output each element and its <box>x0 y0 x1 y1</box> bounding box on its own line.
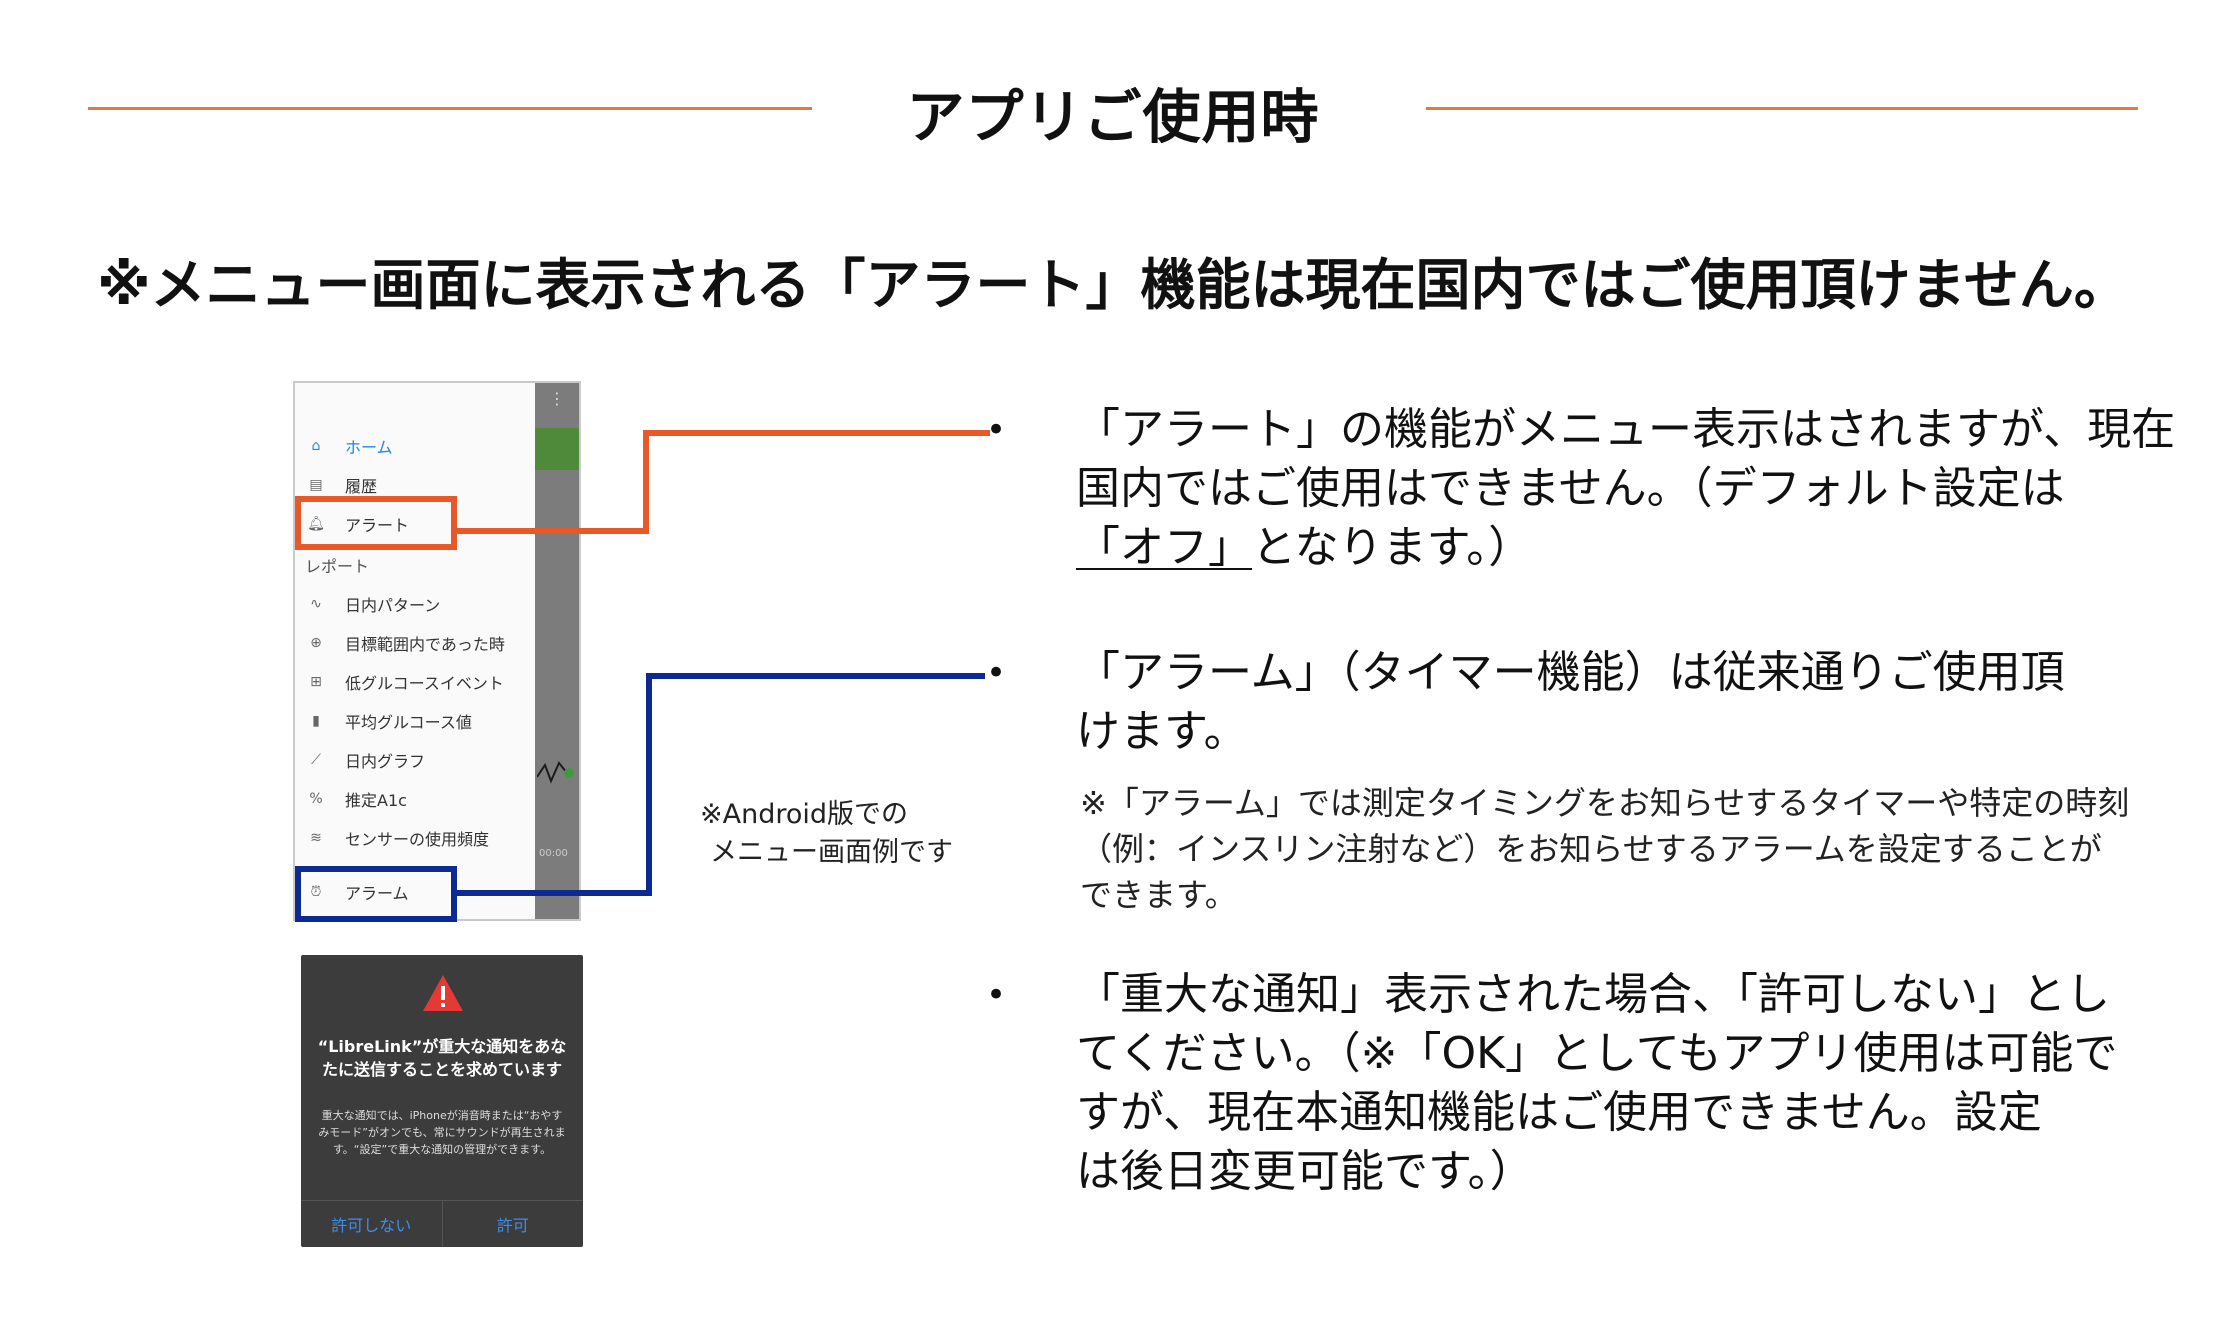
android-note-line: メニュー画面例です <box>710 837 953 868</box>
glucose-header-bar <box>535 428 579 470</box>
wifi-icon: ≋ <box>310 830 322 846</box>
menu-item-history[interactable]: ▤ 履歴 <box>295 466 535 504</box>
menu-item-estimated-a1c[interactable]: % 推定A1c <box>295 780 535 818</box>
low-event-icon: ⊞ <box>310 674 322 690</box>
menu-item-label: 推定A1c <box>345 791 407 810</box>
percent-icon: % <box>309 791 323 807</box>
warning-icon <box>423 975 463 1011</box>
menu-item-home[interactable]: ⌂ ホーム <box>295 427 535 465</box>
dialog-body: 重大な通知では、iPhoneが消音時または“おやすみモード”がオンでも、常にサウ… <box>318 1109 566 1156</box>
side-time-label: 00:00 <box>539 848 568 859</box>
bullet-marker: • <box>986 975 1007 1015</box>
menu-item-daily-graph[interactable]: ⟋ 日内グラフ <box>295 741 535 779</box>
critical-line: 「重大な通知」表示された場合、「許可しない」とし <box>1076 969 2110 1020</box>
android-note-line: ※Android版での <box>700 799 909 830</box>
menu-item-alarm[interactable]: ⏰︎ アラーム <box>295 873 535 911</box>
dialog-buttons: 許可しない 許可 <box>301 1200 583 1247</box>
menu-item-label: 目標範囲内であった時 <box>345 635 505 654</box>
critical-line: すが、現在本通知機能はご使用できません。設定 <box>1076 1087 2042 1138</box>
alert-highlight-box <box>295 496 457 550</box>
critical-line: てください。（※「OK」としてもアプリ使用は可能で <box>1076 1028 2118 1079</box>
bar-chart-icon: ▮ <box>312 713 320 729</box>
phone-menu-screenshot: ⋮ 00:00 ⌂ ホーム ▤ 履歴 🔔︎ アラート レポート ∿ 日内パターン… <box>293 381 581 921</box>
menu-item-label: アラート <box>345 516 410 535</box>
alarm-note-line: （例：インスリン注射など）をお知らせするアラームを設定することが <box>1080 830 2102 868</box>
alert-line: 「オフ」となります。） <box>1076 518 2196 577</box>
alert-explanation: 「アラート」の機能がメニュー表示はされますが、現在 国内ではご使用はできません。… <box>1076 400 2196 577</box>
dialog-title: “LibreLink”が重大な通知をあなたに送信することを求めています <box>317 1037 567 1079</box>
alert-line: 国内ではご使用はできません。（デフォルト設定は <box>1076 463 2065 514</box>
deny-button[interactable]: 許可しない <box>331 1216 412 1235</box>
android-example-note: ※Android版での メニュー画面例です <box>700 796 960 872</box>
menu-item-average-glucose[interactable]: ▮ 平均グルコース値 <box>295 702 535 740</box>
alarm-line: けます。 <box>1076 706 1248 757</box>
target-icon: ⊕ <box>310 635 322 651</box>
menu-item-label: 履歴 <box>345 477 378 496</box>
alert-unavailable-notice: ※メニュー画面に表示される「アラート」機能は現在国内ではご使用頂けません。 <box>97 253 2129 317</box>
line-graph-icon: ⟋ <box>311 752 321 768</box>
header-rule-left <box>88 107 812 110</box>
pattern-icon: ∿ <box>310 596 322 612</box>
header-rule-right <box>1426 107 2138 110</box>
default-off-label: 「オフ」 <box>1076 522 1252 573</box>
home-icon: ⌂ <box>311 438 321 454</box>
menu-item-label: 日内グラフ <box>345 752 426 771</box>
page-title: アプリご使用時 <box>906 83 1320 151</box>
menu-item-low-glucose-events[interactable]: ⊞ 低グルコースイベント <box>295 663 535 701</box>
alarm-note-line: ※「アラーム」では測定タイミングをお知らせするタイマーや特定の時刻 <box>1080 784 2130 822</box>
alarm-line: 「アラーム」（タイマー機能）は従来通りご使用頂 <box>1076 647 2065 698</box>
critical-line: は後日変更可能です。） <box>1076 1146 1534 1197</box>
glucose-curve-icon <box>537 761 574 784</box>
alert-line-rest: となります。） <box>1252 522 1533 573</box>
bullet-marker: • <box>986 653 1007 693</box>
phone-side-panel: ⋮ 00:00 <box>535 383 579 919</box>
alert-callout-line <box>457 430 990 534</box>
menu-item-label: 平均グルコース値 <box>345 713 472 732</box>
overflow-menu-icon: ⋮ <box>549 389 565 408</box>
menu-item-label: 日内パターン <box>345 596 441 615</box>
menu-item-alert[interactable]: 🔔︎ アラート <box>295 505 535 543</box>
history-icon: ▤ <box>309 477 323 493</box>
alarm-clock-icon: ⏰︎ <box>310 884 322 900</box>
menu-item-sensor-usage[interactable]: ≋ センサーの使用頻度 <box>295 819 535 857</box>
menu-item-label: アラーム <box>345 884 409 903</box>
menu-item-label: 低グルコースイベント <box>345 674 504 693</box>
critical-notification-explanation: 「重大な通知」表示された場合、「許可しない」とし てください。（※「OK」として… <box>1076 965 2196 1201</box>
allow-button[interactable]: 許可 <box>441 1201 584 1247</box>
menu-item-time-in-target[interactable]: ⊕ 目標範囲内であった時 <box>295 624 535 662</box>
menu-item-daily-pattern[interactable]: ∿ 日内パターン <box>295 585 535 623</box>
alert-line: 「アラート」の機能がメニュー表示はされますが、現在 <box>1076 404 2176 455</box>
menu-section-reports: レポート <box>305 557 370 576</box>
menu-item-label: ホーム <box>345 438 393 457</box>
menu-item-label: センサーの使用頻度 <box>345 830 490 849</box>
alarm-note: ※「アラーム」では測定タイミングをお知らせするタイマーや特定の時刻 （例：インス… <box>1080 780 2200 918</box>
bullet-marker: • <box>986 410 1007 450</box>
alarm-note-line: できます。 <box>1080 876 1237 914</box>
alarm-highlight-box <box>295 866 457 922</box>
alarm-callout-line <box>457 673 985 896</box>
alarm-explanation: 「アラーム」（タイマー機能）は従来通りご使用頂 けます。 <box>1076 643 2196 761</box>
critical-alert-dialog: “LibreLink”が重大な通知をあなたに送信することを求めています 重大な通… <box>301 955 583 1247</box>
bell-icon: 🔔︎ <box>307 516 325 532</box>
